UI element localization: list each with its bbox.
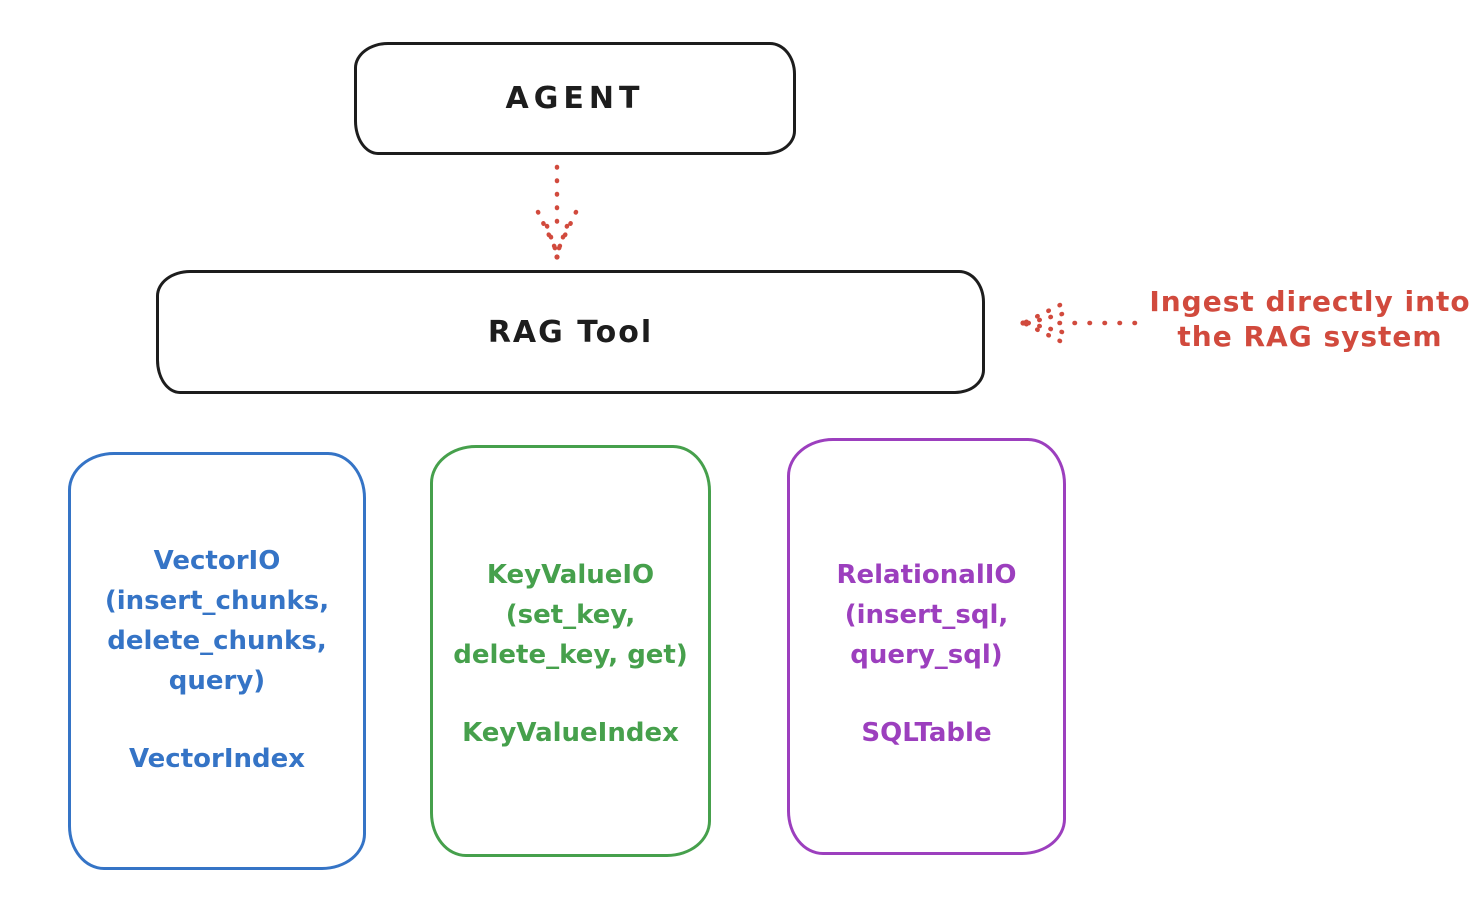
vector-io-box: VectorIO (insert_chunks, delete_chunks, …: [68, 452, 366, 870]
keyvalue-index-label: KeyValueIndex: [462, 718, 679, 748]
agent-label: AGENT: [505, 81, 645, 116]
agent-box: AGENT: [354, 42, 796, 155]
relational-io-box: RelationalIO (insert_sql, query_sql) SQL…: [787, 438, 1066, 855]
keyvalue-io-box: KeyValueIO (set_key, delete_key, get) Ke…: [430, 445, 711, 857]
backend-line: (insert_chunks,: [104, 586, 330, 616]
backend-line: delete_key, get): [453, 640, 688, 670]
backend-line: VectorIO: [153, 546, 281, 576]
backend-line: RelationalIO: [836, 560, 1017, 590]
annotation-line-2: the RAG system: [1177, 320, 1443, 353]
sql-table-label: SQLTable: [861, 718, 992, 748]
rag-tool-label: RAG Tool: [487, 314, 654, 350]
dotted-arrow-left-icon: [1020, 302, 1138, 344]
annotation-line-1: Ingest directly into: [1149, 285, 1471, 318]
vector-index-label: VectorIndex: [128, 744, 306, 774]
backend-line: query): [168, 666, 266, 696]
backend-line: (set_key,: [505, 600, 636, 630]
backend-line: query_sql): [850, 640, 1003, 670]
backend-line: delete_chunks,: [107, 626, 327, 656]
rag-tool-box: RAG Tool: [156, 270, 985, 394]
dotted-arrow-down-icon: [535, 164, 579, 260]
ingest-annotation: Ingest directly into the RAG system: [1138, 284, 1482, 354]
backend-line: (insert_sql,: [844, 600, 1009, 630]
backend-line: KeyValueIO: [486, 560, 655, 590]
